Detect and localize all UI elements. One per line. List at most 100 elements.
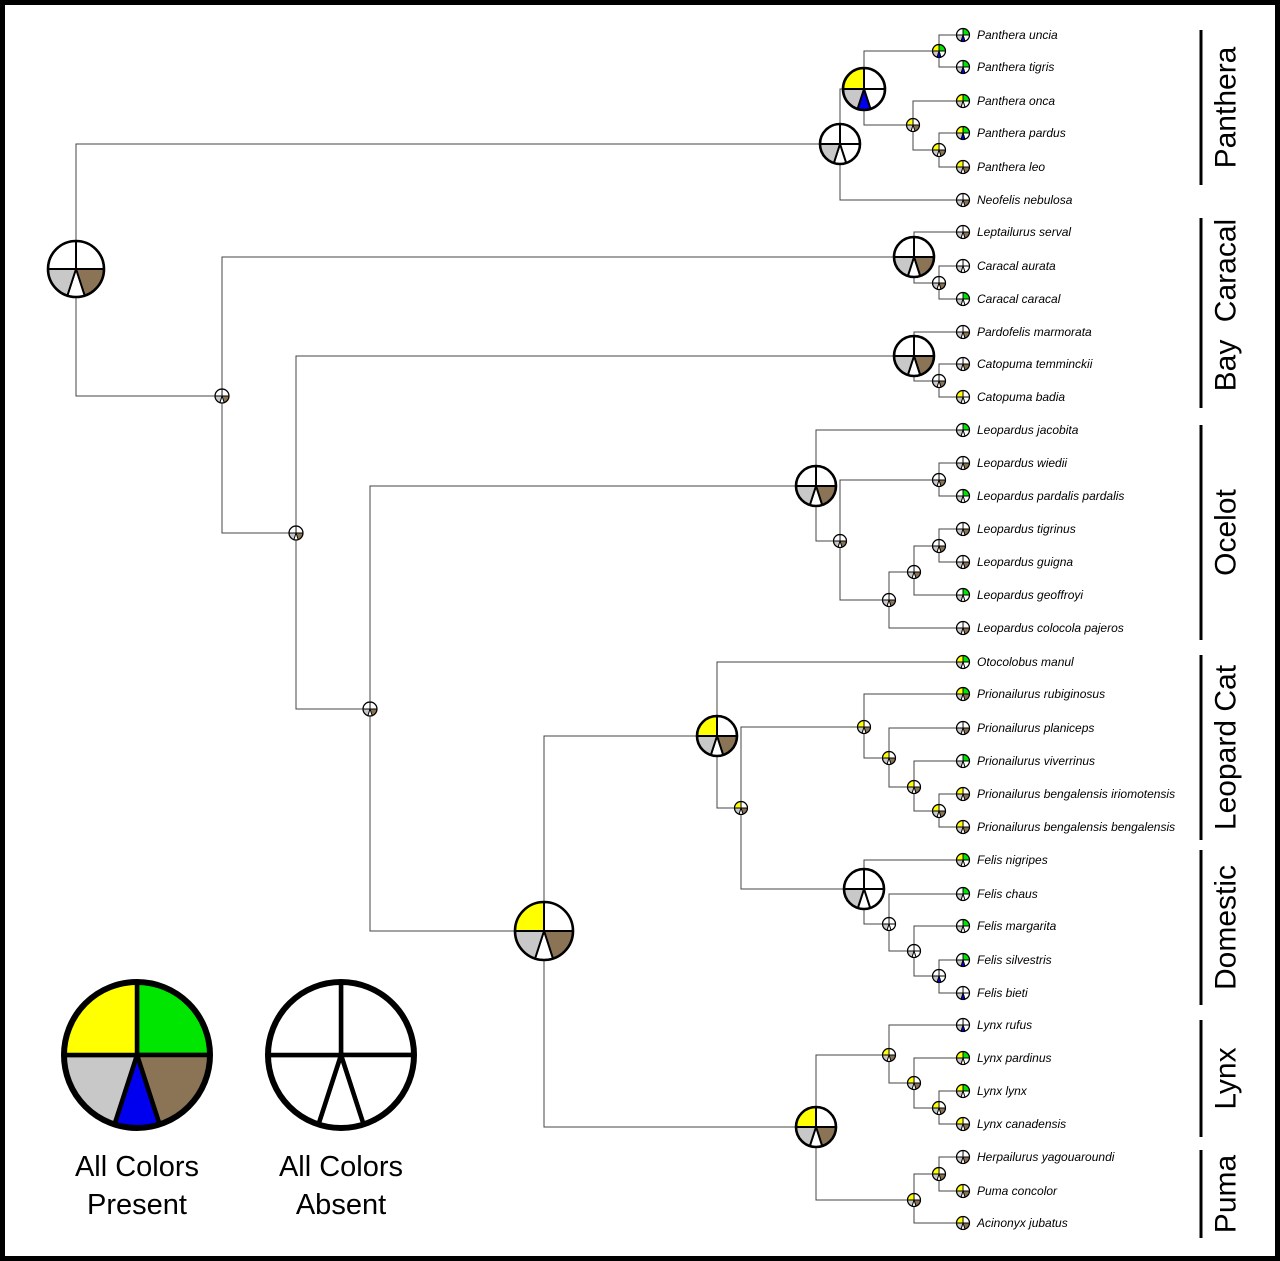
pie-outline xyxy=(955,324,971,340)
pie-outline xyxy=(906,943,922,959)
leaf-state-pie xyxy=(955,886,971,902)
leaf-name: Felis bieti xyxy=(977,986,1028,1000)
pie-outline xyxy=(733,800,749,816)
leaf-state-pie xyxy=(955,1050,971,1066)
pie-outline xyxy=(695,714,739,758)
pie-outline xyxy=(955,819,971,835)
leaf-state-pie xyxy=(955,291,971,307)
tree-branch xyxy=(913,1083,939,1109)
pie-outline xyxy=(955,1149,971,1165)
leaf-name: Leptailurus serval xyxy=(977,225,1071,239)
tree-branch xyxy=(716,661,963,736)
leaf-state-pie xyxy=(955,224,971,240)
pie-outline xyxy=(955,1116,971,1132)
pie-outline xyxy=(955,686,971,702)
pie-outline xyxy=(513,900,575,962)
pie-outline xyxy=(955,1083,971,1099)
pie-outline xyxy=(955,125,971,141)
leaf-item: Felis nigripes xyxy=(955,852,1048,868)
pie-outline xyxy=(955,587,971,603)
tree-branch xyxy=(913,925,963,951)
tree-branch xyxy=(221,256,914,396)
leaf-item: Lynx pardinus xyxy=(955,1050,1052,1066)
leaf-item: Panthera pardus xyxy=(955,125,1066,141)
node-pie-lynx-clade xyxy=(881,1047,897,1063)
pie-outline xyxy=(906,1075,922,1091)
leaf-state-pie xyxy=(955,918,971,934)
leaf-state-pie xyxy=(955,521,971,537)
leaf-item: Prionailurus rubiginosus xyxy=(955,686,1105,702)
node-pie-catopuma-pair xyxy=(931,373,947,389)
pie-outline xyxy=(288,525,304,541)
leaf-state-pie xyxy=(955,1215,971,1231)
leaf-name: Catopuma badia xyxy=(977,390,1065,404)
node-pie-panthera-clade xyxy=(818,122,862,166)
node-pie-uncia-tigris xyxy=(931,43,947,59)
pie-outline xyxy=(214,388,230,404)
leaf-state-pie xyxy=(955,159,971,175)
pie-outline xyxy=(955,620,971,636)
clade-label: Domestic xyxy=(1210,865,1243,990)
node-pie-leopard-cat-clade xyxy=(695,714,739,758)
node-pie-bay-plus xyxy=(288,525,304,541)
tree-branch xyxy=(740,808,864,890)
pie-outline xyxy=(955,488,971,504)
legend-present-line1: All Colors xyxy=(75,1151,199,1183)
pie-outline xyxy=(931,142,947,158)
pie-outline xyxy=(955,258,971,274)
leaf-item: Leopardus jacobita xyxy=(955,422,1079,438)
leaf-state-pie xyxy=(955,1083,971,1099)
leaf-state-pie xyxy=(955,59,971,75)
leaf-state-pie xyxy=(955,125,971,141)
pie-outline xyxy=(931,373,947,389)
pie-outline xyxy=(856,719,872,735)
tree-branch xyxy=(888,893,963,924)
pie-outline xyxy=(955,886,971,902)
node-pie-viverrinus-group xyxy=(906,779,922,795)
leaf-name: Lynx lynx xyxy=(977,1084,1028,1098)
tree-branch xyxy=(815,1127,914,1201)
clade-group: Bay xyxy=(1199,323,1243,408)
leaf-item: Leopardus wiedii xyxy=(955,455,1067,471)
tree-branch xyxy=(913,787,939,812)
clade-group: Lynx xyxy=(1199,1020,1243,1137)
leaf-name: Pardofelis marmorata xyxy=(977,325,1092,339)
pie-outline xyxy=(906,1192,922,1208)
leaf-name: Neofelis nebulosa xyxy=(977,193,1073,207)
leaf-name: Prionailurus bengalensis bengalensis xyxy=(977,820,1175,834)
clade-group: Caracal xyxy=(1199,218,1243,323)
pie-outline xyxy=(955,422,971,438)
leaf-name: Leopardus colocola pajeros xyxy=(977,621,1124,635)
leaf-item: Prionailurus bengalensis bengalensis xyxy=(955,819,1175,835)
node-pie-root xyxy=(46,239,106,299)
pie-outline xyxy=(906,779,922,795)
leaf-item: Leopardus guigna xyxy=(955,554,1073,570)
leaf-name: Leopardus geoffroyi xyxy=(977,588,1083,602)
leaf-name: Felis nigripes xyxy=(977,853,1048,867)
leaf-name: Lynx canadensis xyxy=(977,1117,1066,1131)
node-pie-pardus-leo xyxy=(931,142,947,158)
pie-outline xyxy=(46,239,106,299)
leaf-item: Neofelis nebulosa xyxy=(955,192,1073,208)
leaf-item: Lynx canadensis xyxy=(955,1116,1066,1132)
clade-label: Puma xyxy=(1210,1155,1243,1234)
node-pie-ocelot-clade xyxy=(794,464,838,508)
pie-outline xyxy=(61,979,213,1131)
leaf-item: Puma concolor xyxy=(955,1183,1058,1199)
clade-group: Domestic xyxy=(1199,850,1243,1005)
leaf-state-pie xyxy=(955,852,971,868)
leaf-item: Prionailurus bengalensis iriomotensis xyxy=(955,786,1175,802)
node-pie-prionailurus-inner xyxy=(881,750,897,766)
leaf-state-pie xyxy=(955,324,971,340)
leaf-name: Panthera pardus xyxy=(977,126,1066,140)
leaf-name: Lynx pardinus xyxy=(977,1051,1052,1065)
leaf-name: Otocolobus manul xyxy=(977,655,1074,669)
tree-branch xyxy=(543,931,816,1128)
pie-outline xyxy=(931,1100,947,1116)
legend-absent-slices xyxy=(265,979,417,1131)
pie-outline xyxy=(955,753,971,769)
leaf-item: Panthera uncia xyxy=(955,27,1058,43)
tree-branch xyxy=(888,727,963,758)
pie-outline xyxy=(955,59,971,75)
